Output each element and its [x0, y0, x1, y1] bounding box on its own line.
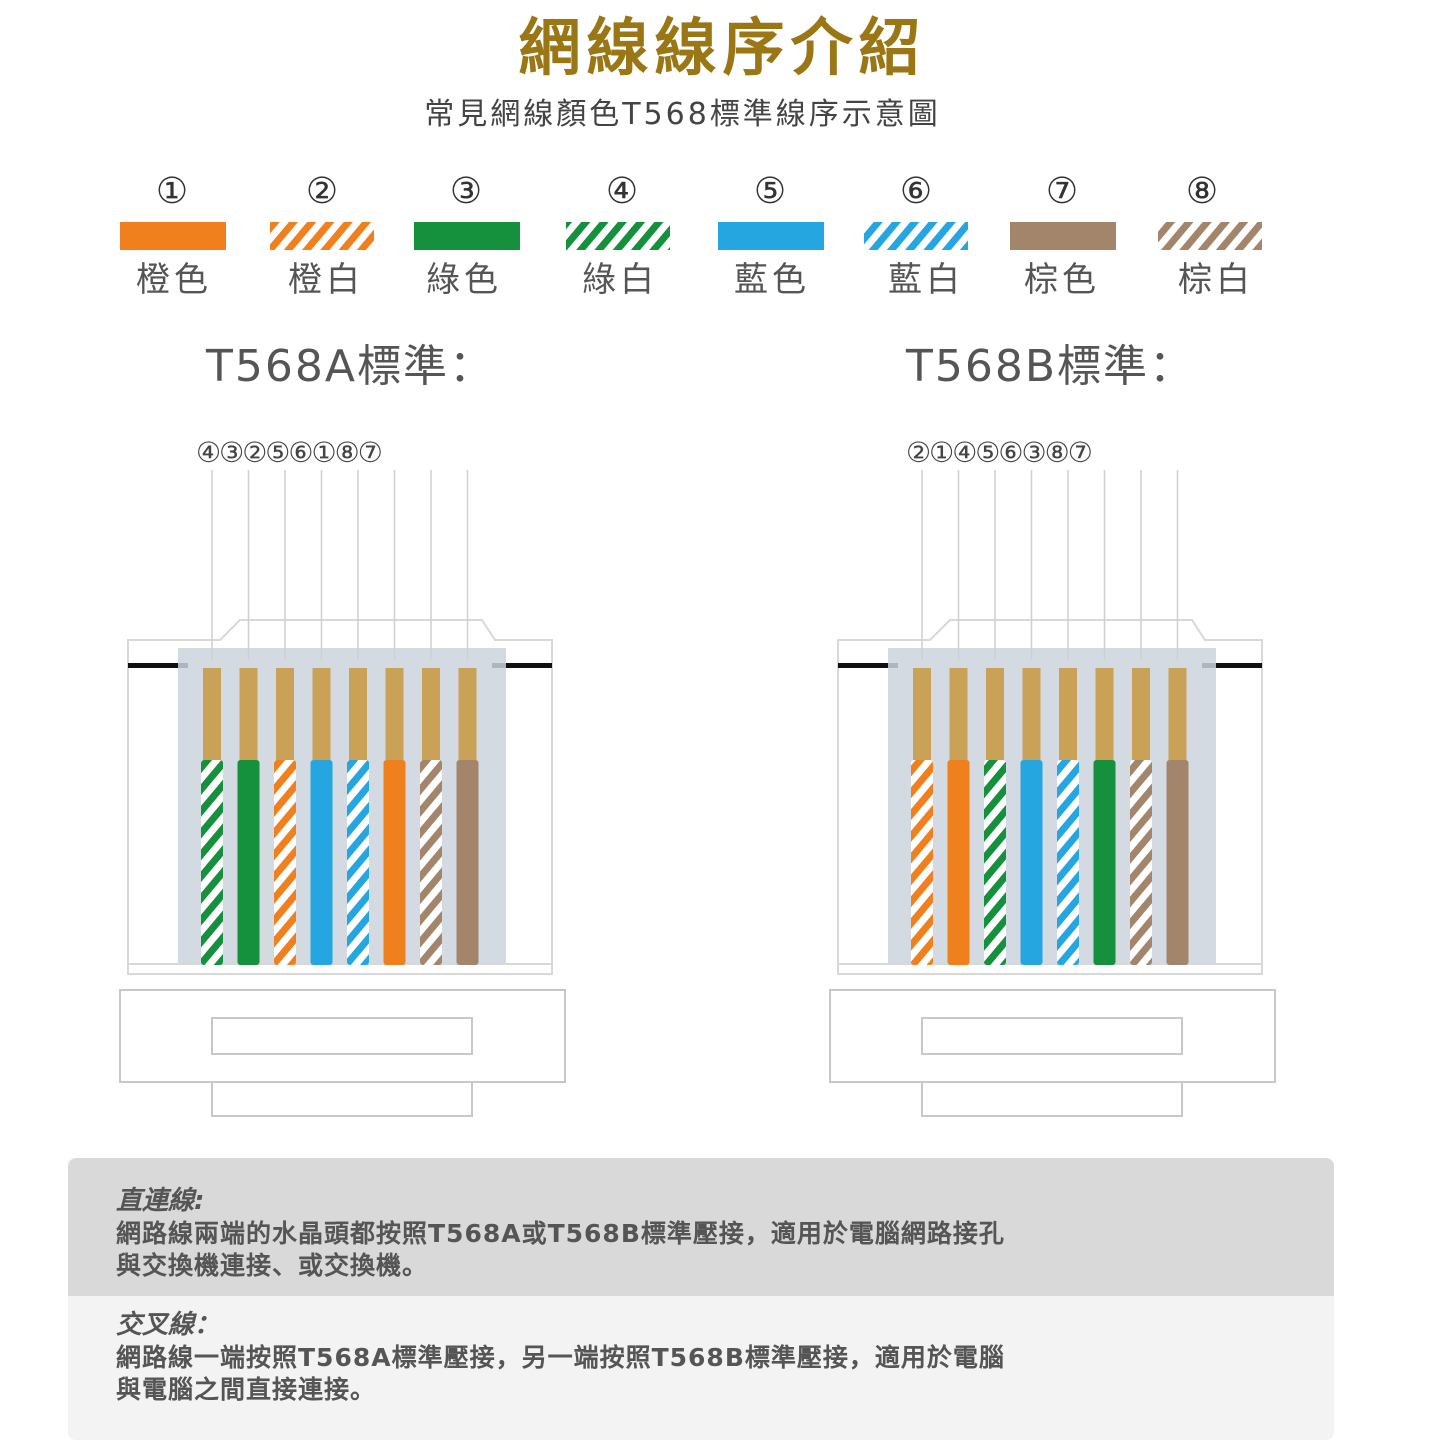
page-title: 網線線序介紹: [518, 11, 927, 84]
crossover-cable-line-2: 與電腦之間直接連接。: [116, 1375, 377, 1404]
straight-cable-line-2: 與交換機連接、或交換機。: [116, 1251, 429, 1280]
legend-swatch-blue-white: [864, 222, 968, 250]
wire-brown-white: [1130, 760, 1152, 965]
t568a-pin-order: ④③②⑤⑥①⑧⑦: [196, 436, 383, 469]
pin-contact: [458, 668, 477, 760]
wire-blue: [1020, 760, 1043, 965]
pin-contact: [1059, 668, 1077, 760]
plug-boot: [829, 989, 1276, 1083]
plug-cable-sleeve: [921, 1081, 1183, 1117]
legend-number-2: ②: [305, 171, 339, 212]
wire-blue-white: [1057, 760, 1079, 965]
t568a-plug: [119, 470, 566, 1117]
wire-brown: [1166, 760, 1189, 965]
plug-edge-mark-right: [1202, 663, 1262, 668]
legend-label-4: 綠白: [582, 260, 658, 300]
legend-label-7: 棕色: [1024, 260, 1100, 300]
wire-orange: [383, 760, 406, 965]
wire-green: [237, 760, 260, 965]
legend-number-5: ⑤: [753, 171, 787, 212]
pin-contact: [1168, 668, 1187, 760]
page-subtitle: 常見網線顏色T568標準線序示意圖: [424, 97, 941, 132]
wire-blue-white: [347, 760, 369, 965]
pin-contact: [949, 668, 968, 760]
legend-label-8: 棕白: [1178, 260, 1254, 300]
legend-swatch-brown: [1010, 222, 1116, 250]
wire-blue: [310, 760, 333, 965]
straight-cable-title: 直連線:: [116, 1186, 205, 1216]
pin-contact: [913, 668, 931, 760]
plug-boot-slot: [921, 1017, 1183, 1055]
t568a-title: T568A標準：: [206, 341, 495, 392]
pin-contact: [1095, 668, 1114, 760]
legend-number-8: ⑧: [1185, 171, 1219, 212]
t568b-plug: [829, 470, 1276, 1117]
plug-window: [178, 648, 506, 970]
wire-orange-white: [911, 760, 933, 965]
plug-edge-mark-left: [838, 663, 898, 668]
legend-number-6: ⑥: [899, 171, 933, 212]
pin-contact: [203, 668, 221, 760]
wire-brown: [456, 760, 479, 965]
legend-number-1: ①: [155, 171, 189, 212]
plug-base-strip: [837, 963, 1263, 975]
pin-contact: [986, 668, 1004, 760]
crossover-cable-line-1: 網路線一端按照T568A標準壓接，另一端按照T568B標準壓接，適用於電腦: [116, 1343, 1005, 1372]
legend-label-3: 綠色: [426, 260, 502, 300]
straight-cable-line-1: 網路線兩端的水晶頭都按照T568A或T568B標準壓接，適用於電腦網路接孔: [116, 1219, 1005, 1248]
crossover-cable-section: 交叉線： 網路線一端按照T568A標準壓接，另一端按照T568B標準壓接，適用於…: [68, 1296, 1334, 1440]
legend-swatch-brown-white: [1158, 222, 1262, 250]
legend-label-2: 橙白: [288, 260, 364, 300]
t568b-pin-order: ②①④⑤⑥③⑧⑦: [906, 436, 1093, 469]
pin-contact: [422, 668, 440, 760]
legend-number-4: ④: [605, 171, 639, 212]
pin-contact: [1132, 668, 1150, 760]
wire-green-white: [984, 760, 1006, 965]
wire-orange-white: [274, 760, 296, 965]
wire-green: [1093, 760, 1116, 965]
plug-boot-slot: [211, 1017, 473, 1055]
legend-swatch-orange-white: [270, 222, 374, 250]
info-panel: 直連線: 網路線兩端的水晶頭都按照T568A或T568B標準壓接，適用於電腦網路…: [68, 1158, 1334, 1440]
legend-swatch-green: [414, 222, 520, 250]
straight-cable-section: 直連線: 網路線兩端的水晶頭都按照T568A或T568B標準壓接，適用於電腦網路…: [68, 1158, 1334, 1296]
legend-swatch-green-white: [566, 222, 670, 250]
plug-cable-sleeve: [211, 1081, 473, 1117]
t568a-connector: [119, 222, 1276, 1117]
crossover-cable-title: 交叉線：: [116, 1310, 221, 1340]
legend-label-1: 橙色: [136, 260, 212, 300]
pin-contact: [385, 668, 404, 760]
legend-swatch-orange: [120, 222, 226, 250]
pin-contact: [349, 668, 367, 760]
wire-brown-white: [420, 760, 442, 965]
legend-label-5: 藍色: [734, 260, 810, 300]
wire-orange: [947, 760, 970, 965]
pin-contact: [312, 668, 331, 760]
plug-edge-mark-left: [128, 663, 188, 668]
pin-contact: [1022, 668, 1041, 760]
plug-window: [888, 648, 1216, 970]
legend-swatch-blue: [718, 222, 824, 250]
legend-label-6: 藍白: [888, 260, 964, 300]
legend-number-3: ③: [449, 171, 483, 212]
pin-contact: [276, 668, 294, 760]
legend-number-7: ⑦: [1045, 171, 1079, 212]
plug-base-strip: [127, 963, 553, 975]
plug-edge-mark-right: [492, 663, 552, 668]
wire-green-white: [201, 760, 223, 965]
t568b-title: T568B標準：: [906, 341, 1196, 392]
pin-contact: [239, 668, 258, 760]
